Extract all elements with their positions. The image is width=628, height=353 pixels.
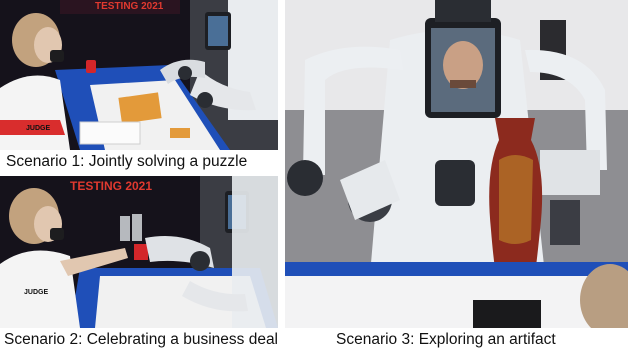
banner-text: TESTING 2021	[70, 179, 152, 193]
scenario-3-illustration	[285, 0, 628, 328]
scenario-3-photo	[285, 0, 628, 328]
banner-text: TESTING 2021	[95, 1, 164, 12]
scenario-1-illustration: TESTING 2021 JUDGE	[0, 0, 278, 150]
caption-scenario-1: Scenario 1: Jointly solving a puzzle	[6, 153, 248, 170]
caption-scenario-3: Scenario 3: Exploring an artifact	[336, 331, 556, 348]
shirt-label: JUDGE	[26, 125, 50, 132]
caption-scenario-2: Scenario 2: Celebrating a business deal	[4, 331, 279, 348]
scenario-2-photo: TESTING 2021 JUDGE	[0, 176, 278, 328]
scenario-1-photo: TESTING 2021 JUDGE	[0, 0, 278, 150]
scenario-2-illustration: TESTING 2021 JUDGE	[0, 176, 278, 328]
shirt-label: JUDGE	[24, 289, 48, 296]
